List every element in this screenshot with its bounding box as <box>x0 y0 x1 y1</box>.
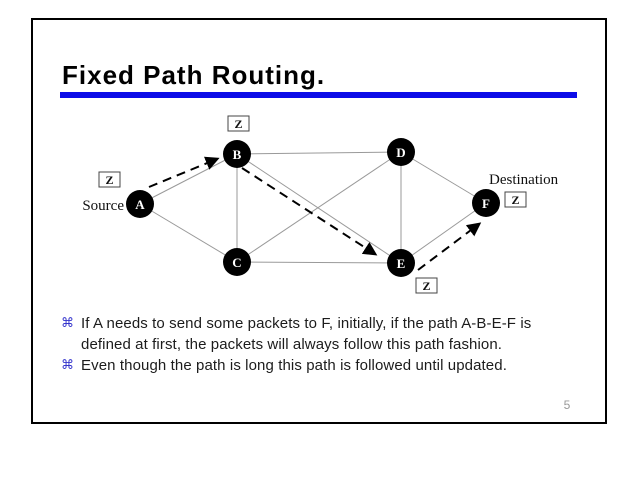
node-label-C: C <box>232 255 241 270</box>
node-B <box>223 140 251 168</box>
node-A <box>126 190 154 218</box>
command-bullet-icon: ⌘ <box>61 316 74 331</box>
queue-box-label-E: Z <box>422 279 430 293</box>
bullet-item: ⌘ If A needs to send some packets to F, … <box>61 313 573 355</box>
edge-A-C <box>139 203 238 263</box>
node-C <box>223 248 251 276</box>
node-E <box>387 249 415 277</box>
command-bullet-icon: ⌘ <box>61 358 74 373</box>
node-label-B: B <box>233 147 242 162</box>
edge-D-F <box>400 151 487 204</box>
queue-box-F <box>504 191 527 208</box>
edge-C-D <box>236 151 402 263</box>
edge-A-B <box>139 153 238 205</box>
queue-box-label-A: Z <box>105 173 113 187</box>
node-D <box>387 138 415 166</box>
slide-title: Fixed Path Routing. <box>62 60 326 90</box>
route-arrow-B-E <box>241 167 378 256</box>
slide-frame: Fixed Path Routing. A B C D E F Z Z Z Z Source Dest… <box>31 18 607 424</box>
title-underline <box>60 92 577 98</box>
destination-label: Destination <box>489 172 559 188</box>
source-label: Source <box>82 198 124 214</box>
bullet-item: ⌘ Even though the path is long this path… <box>61 355 573 376</box>
node-label-E: E <box>397 256 406 271</box>
page-number: 5 <box>563 398 571 412</box>
node-label-A: A <box>135 197 145 212</box>
route-arrow-A-B <box>148 156 220 188</box>
bullet-list: ⌘ If A needs to send some packets to F, … <box>61 313 573 376</box>
node-F <box>472 189 500 217</box>
queue-box-label-F: Z <box>511 193 519 207</box>
bullet-text: Even though the path is long this path i… <box>81 357 507 374</box>
bullet-text: If A needs to send some packets to F, in… <box>81 315 532 353</box>
queue-box-B <box>227 115 250 132</box>
edge-B-E <box>236 153 402 264</box>
node-label-D: D <box>396 145 405 160</box>
queue-box-E <box>415 277 438 294</box>
route-arrow-E-F <box>417 222 482 271</box>
node-label-F: F <box>482 196 490 211</box>
queue-box-label-B: Z <box>234 117 242 131</box>
edge-B-D <box>236 151 402 155</box>
network-diagram: A B C D E F Z Z Z Z Source Destination <box>82 115 559 294</box>
queue-box-A <box>98 171 121 188</box>
edge-C-E <box>236 261 402 264</box>
edge-E-F <box>400 202 487 264</box>
